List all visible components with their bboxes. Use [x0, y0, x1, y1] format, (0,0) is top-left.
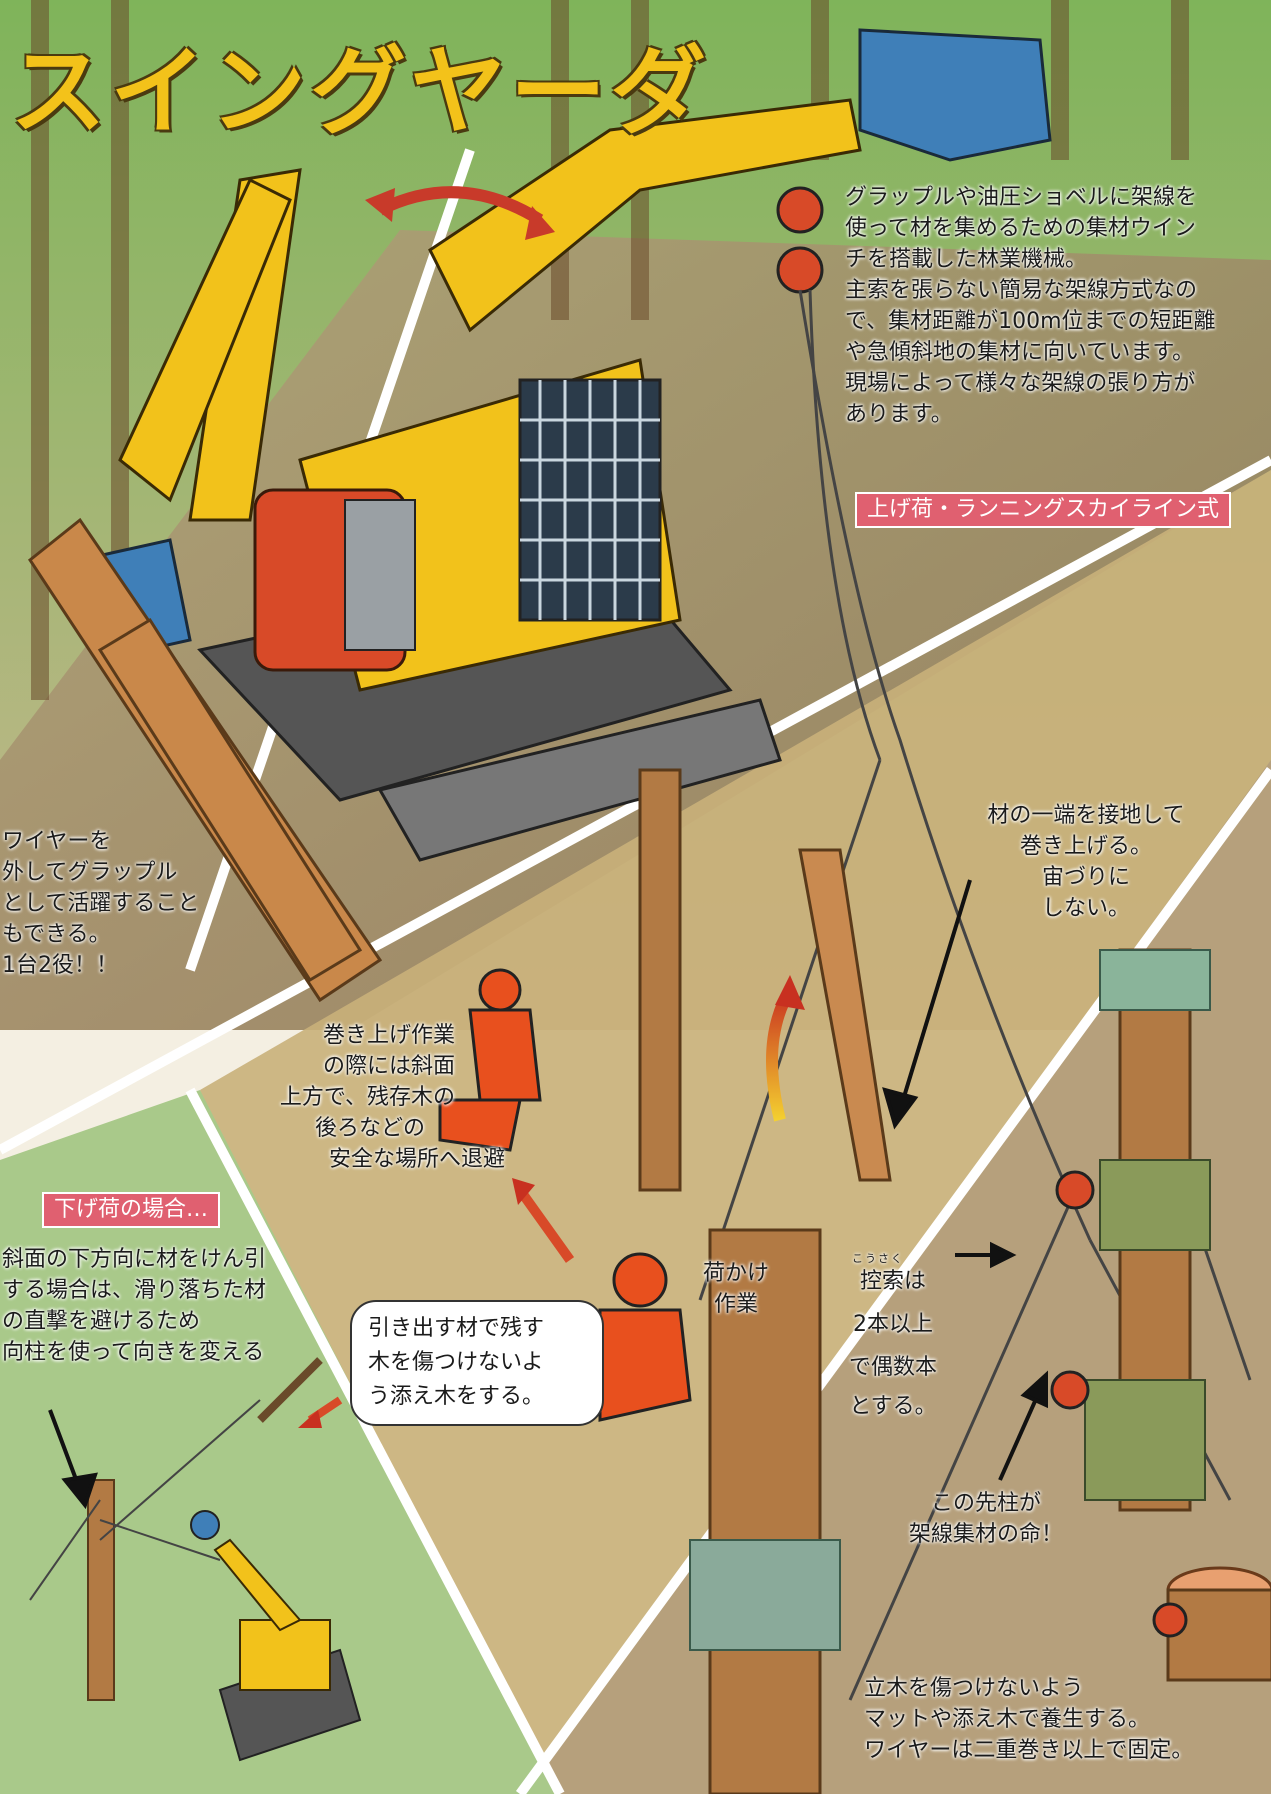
note-lift: 材の一端を接地して 巻き上げる。 宙づりに しない。: [966, 800, 1206, 924]
retreat-arrow: [515, 1187, 575, 1263]
worker-upper: [438, 968, 542, 1152]
note-line: 架線集材の命！: [908, 1522, 1063, 1547]
note-line: として活躍すること: [2, 891, 200, 916]
bubble-line: 引き出す材で残す: [368, 1316, 545, 1341]
note-safety: 巻き上げ作業 の際には斜面 上方で、残存木の 後ろなどの 安全な場所へ退避: [225, 1020, 505, 1175]
protection-speech-bubble: 引き出す材で残す 木を傷つけないよ う添え木をする。: [350, 1300, 604, 1426]
description-line: チを搭載した林業機械。: [845, 247, 1088, 272]
title-char-1: ス: [10, 36, 106, 148]
note-line: 後ろなどの: [314, 1116, 425, 1141]
note-line: 向柱を使って向きを変える: [2, 1340, 265, 1365]
logs-top: [27, 517, 383, 1003]
note-line: 斜面の下方向に材をけん引: [2, 1247, 267, 1272]
note-mat-protection: 立木を傷つけないよう マットや添え木で養生する。 ワイヤーは二重巻き以上で固定。: [864, 1673, 1264, 1766]
title-char-2: イ: [110, 36, 206, 148]
note-line: 外してグラップル: [2, 860, 178, 885]
note-line: 作業: [713, 1292, 758, 1317]
note-hooking: 荷かけ 作業: [686, 1258, 786, 1320]
raise-arrow-head: [775, 975, 805, 1010]
block-upper: [776, 186, 824, 234]
note-line: 立木を傷つけないよう: [864, 1676, 1084, 1701]
bubble-line: 木を傷つけないよ: [368, 1350, 544, 1375]
ruby-reading: こうさく: [852, 1252, 904, 1265]
bottom-left-panel-bg: [0, 1090, 560, 1794]
description-line: 使って材を集めるための集材ウイン: [845, 216, 1196, 241]
note-line: ワイヤーは二重巻き以上で固定。: [864, 1738, 1194, 1763]
note-line: する場合は、滑り落ちた材: [2, 1278, 267, 1303]
note-line: 上方で、残存木の: [279, 1085, 455, 1110]
title-char-7: ダ: [610, 36, 706, 148]
note-line: 宙づりに: [1041, 865, 1130, 890]
description-line: で、集材距離が100m位までの短距離: [845, 309, 1216, 334]
grapple-head: [858, 28, 1052, 162]
bubble-line: う添え木をする。: [368, 1384, 545, 1409]
description-line: 主索を張らない簡易な架線方式なの: [845, 278, 1198, 303]
downhill-arrow-head: [298, 1410, 322, 1428]
note-line: マットや添え木で養生する。: [864, 1707, 1151, 1732]
description-line: グラップルや油圧ショベルに架線を: [845, 185, 1198, 210]
note-line: 1台2役！！: [2, 953, 118, 978]
worker-lower: [598, 1252, 692, 1422]
swing-arrow-head-right: [525, 206, 555, 240]
note-line: この先柱が: [930, 1491, 1041, 1516]
black-arrows: [48, 879, 1048, 1510]
description-line: や急傾斜地の集材に向いています。: [845, 340, 1195, 365]
note-spar: この先柱が 架線集材の命！: [886, 1488, 1086, 1550]
swing-arrow-head-left: [365, 188, 395, 222]
note-guy-lines: こうさく 控索は 2本以上 で偶数本 とする。: [818, 1252, 968, 1422]
note-line: 安全な場所へ退避: [328, 1147, 505, 1172]
note-line: で偶数本: [848, 1355, 937, 1380]
note-line: ワイヤーを: [2, 829, 112, 854]
note-line: 巻き上げ作業: [322, 1023, 455, 1048]
tag-uphill: 上げ荷・ランニングスカイライン式: [855, 492, 1232, 528]
retreat-arrow-head: [512, 1178, 535, 1205]
tag-downhill: 下げ荷の場合…: [42, 1192, 221, 1228]
note-line: 巻き上げる。: [1019, 834, 1152, 859]
note-line: とする。: [849, 1394, 937, 1419]
swing-yarder-machine: [78, 28, 1052, 862]
mid-trees: [638, 768, 1271, 1794]
title-logo: ス イ ン グ ヤ ー ダ: [10, 6, 740, 148]
note-grapple: ワイヤーを 外してグラップル として活躍すること もできる。 1台2役！！: [2, 826, 242, 981]
swing-arrow: [377, 186, 544, 226]
title-char-5: ヤ: [410, 36, 506, 148]
description-line: 現場によって様々な架線の張り方が: [845, 371, 1196, 396]
title-char-6: ー: [510, 36, 606, 148]
note-line: 荷かけ: [702, 1261, 769, 1286]
note-line: 控索は: [859, 1269, 926, 1294]
block-lower: [776, 246, 824, 294]
note-line: 2本以上: [853, 1312, 933, 1337]
note-line: しない。: [1041, 896, 1130, 921]
note-line: の際には斜面: [322, 1054, 455, 1079]
note-downhill: 斜面の下方向に材をけん引 する場合は、滑り落ちた材 の直撃を避けるため 向柱を使…: [2, 1244, 322, 1368]
description-text: グラップルや油圧ショベルに架線を 使って材を集めるための集材ウイン チを搭載した…: [845, 182, 1265, 430]
title-char-3: ン: [210, 36, 306, 148]
note-line: もできる。: [2, 922, 111, 947]
description-line: あります。: [845, 402, 953, 427]
middle-panel-bg: [200, 470, 1271, 1794]
mini-yarder: [29, 1357, 362, 1762]
wire-ropes: [698, 289, 1252, 1701]
note-line: 材の一端を接地して: [987, 803, 1185, 828]
note-line: の直撃を避けるため: [2, 1309, 201, 1334]
title-char-4: グ: [310, 36, 406, 148]
